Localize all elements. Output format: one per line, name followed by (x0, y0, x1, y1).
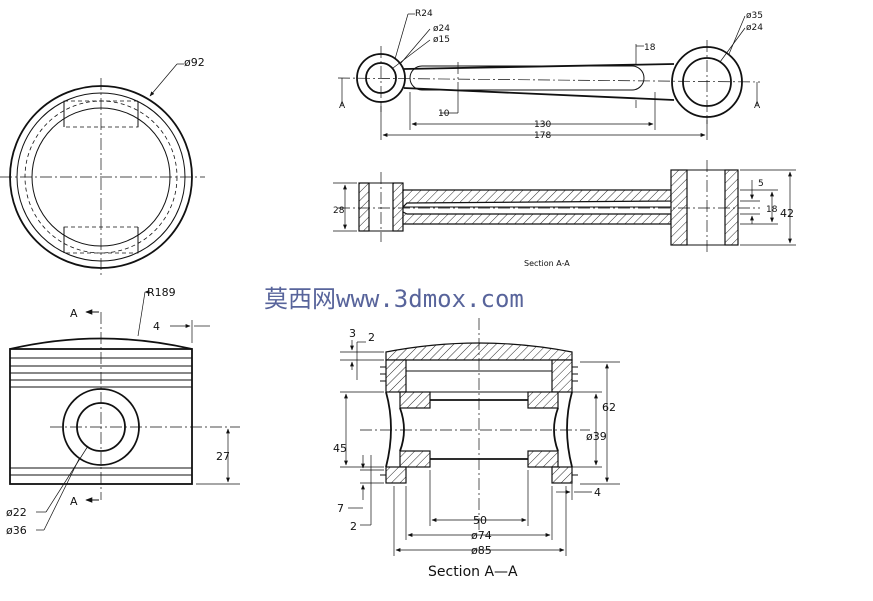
dim-7: 7 (337, 502, 344, 515)
rod-section-a-left: A (339, 101, 346, 111)
dim-top-3: 3 (349, 327, 356, 340)
dim-height-45: 45 (333, 442, 347, 455)
dim-crown-radius: R189 (147, 286, 176, 299)
dim-length-130: 130 (534, 120, 551, 130)
section-a-bottom-marker: A (70, 495, 78, 508)
watermark-text: 莫西网www.3dmox.com (264, 285, 524, 313)
dim-small-end-24: ø24 (433, 24, 450, 34)
piston-front-view: A A R189 4 27 ø22 ø36 (6, 286, 240, 537)
dim-bore-39: ø39 (586, 430, 607, 443)
dim-pin-diameter: ø22 (6, 506, 27, 519)
rod-section-view: 28 5 18 42 Section A-A (333, 160, 796, 268)
rod-section-title: Section A-A (524, 259, 570, 268)
dim-piston-diameter: ø92 (184, 56, 205, 69)
dim-dia-74: ø74 (471, 529, 492, 542)
dim-length-178: 178 (534, 131, 551, 141)
dim-small-end-15: ø15 (433, 35, 450, 45)
dim-width-50: 50 (473, 514, 487, 527)
dim-boss-diameter: ø36 (6, 524, 27, 537)
dim-dia-85: ø85 (471, 544, 492, 557)
dim-height-62: 62 (602, 401, 616, 414)
dim-slot-10: 10 (438, 109, 450, 119)
section-a-top-marker: A (70, 307, 78, 320)
dim-rod-5: 5 (758, 179, 764, 189)
dim-r24: R24 (415, 9, 433, 19)
piston-top-view: ø92 (0, 56, 205, 276)
dim-big-end-24: ø24 (746, 23, 763, 33)
rod-section-a-right: A (754, 101, 761, 111)
piston-section-view: 3 2 62 45 ø39 7 2 4 50 ø74 (333, 318, 620, 580)
piston-section-title: Section A—A (428, 564, 518, 580)
rod-top-view: A A R24 ø24 ø15 ø35 ø24 18 10 130 178 (337, 9, 763, 141)
dim-rod-42: 42 (780, 207, 794, 220)
dim-rod-18-section: 18 (766, 205, 778, 215)
dim-top-2: 2 (368, 331, 375, 344)
dim-pin-height: 27 (216, 450, 230, 463)
dim-rod-18: 18 (644, 43, 656, 53)
dim-rod-28: 28 (333, 206, 345, 216)
dim-ring-gap: 4 (153, 320, 160, 333)
dim-2-bottom: 2 (350, 520, 357, 533)
dim-4: 4 (594, 486, 601, 499)
dim-big-end-35: ø35 (746, 11, 763, 21)
